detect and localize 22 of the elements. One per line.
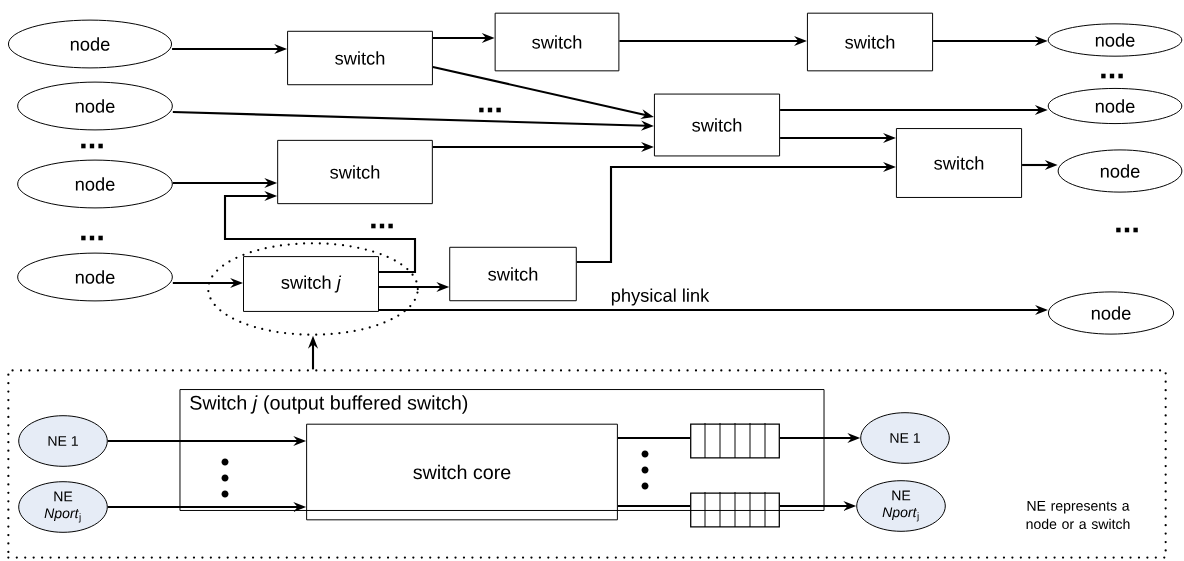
- ellipsis-dots: ...: [479, 107, 501, 113]
- arrow: [223, 190, 417, 274]
- ellipsis-dots: ...: [1116, 227, 1138, 233]
- ellipsis-dots: ...: [81, 143, 103, 149]
- switch-box: switch: [653, 93, 781, 157]
- switch-box: switch: [806, 12, 934, 72]
- ellipsis-dots: ...: [81, 235, 103, 241]
- switch-box: switch core: [306, 423, 618, 521]
- zoom-ellipse: [207, 242, 419, 336]
- ellipsis-dots: ...: [371, 223, 393, 229]
- note-text: NE represents a node or a switch: [1026, 500, 1130, 530]
- queue-buffer: [690, 491, 780, 528]
- queue-buffer: [690, 422, 780, 459]
- switch-box: switch: [287, 30, 433, 86]
- ellipsis-dots: ...: [1101, 73, 1123, 79]
- edge-label: physical link: [609, 287, 711, 307]
- switch-box: switch: [277, 139, 433, 205]
- switch-box: switch: [494, 12, 620, 72]
- detail-panel: [7, 369, 1167, 559]
- switch-box: switch: [449, 246, 577, 302]
- switch-box: switch j: [243, 256, 379, 312]
- switch-box: switch: [895, 128, 1023, 198]
